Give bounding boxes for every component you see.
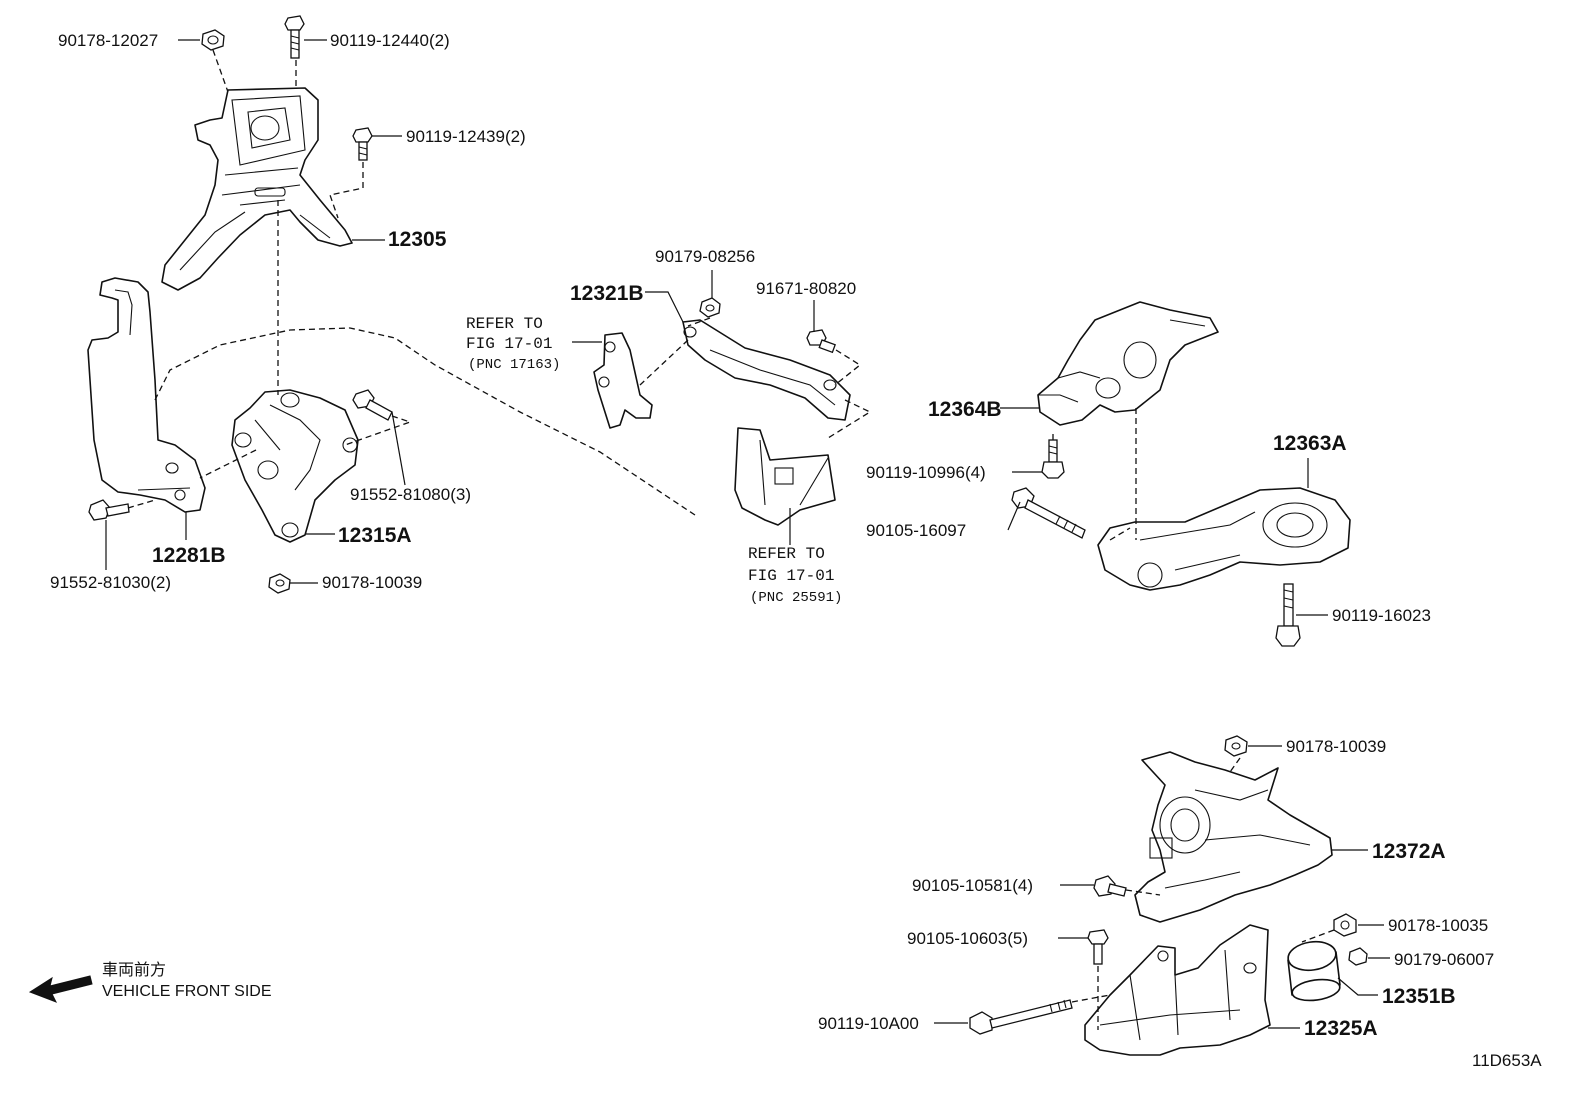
label-90119-10A00: 90119-10A00: [818, 1014, 919, 1033]
label-12305: 12305: [388, 228, 447, 251]
mount-12372A: [1134, 751, 1333, 923]
leader-lines: [105, 39, 1390, 1029]
hanger-12281B: [87, 277, 206, 513]
label-12321B: 12321B: [570, 282, 644, 305]
torque-rod-12363A: [1097, 487, 1351, 591]
legend-english: VEHICLE FRONT SIDE: [102, 983, 272, 1000]
bolt-91552-81080: [352, 389, 393, 421]
bolt-90105-10603: [1087, 929, 1109, 965]
bolt-90119-10A00: [969, 999, 1073, 1035]
label-90105-10603: 90105-10603(5): [907, 929, 1028, 948]
refer-upper-line2: FIG 17-01: [466, 335, 552, 353]
bracket-12325A: [1084, 924, 1271, 1056]
label-90178-12027: 90178-12027: [58, 31, 158, 50]
label-90119-12439: 90119-12439(2): [406, 127, 526, 146]
refer-note-upper: REFER TO FIG 17-01 (PNC 17163): [466, 315, 560, 373]
label-90119-10996: 90119-10996(4): [866, 463, 986, 482]
refer-lower-line2: FIG 17-01: [748, 567, 834, 585]
label-12372A: 12372A: [1372, 840, 1446, 863]
label-12281B: 12281B: [152, 544, 226, 567]
nut-90178-10035: [1333, 913, 1357, 937]
label-90178-10039-right: 90178-10039: [1286, 737, 1386, 756]
label-91552-81030: 91552-81030(2): [50, 573, 171, 592]
label-90105-10581: 90105-10581(4): [912, 876, 1033, 895]
dashed-connectors: [127, 49, 1335, 1030]
label-12325A: 12325A: [1304, 1017, 1378, 1040]
legend-japanese: 車両前方: [102, 961, 166, 979]
label-90119-16023: 90119-16023: [1332, 606, 1431, 625]
refer-note-lower: REFER TO FIG 17-01 (PNC 25591): [748, 545, 842, 606]
refer-upper-line1: REFER TO: [466, 315, 543, 333]
label-12315A: 12315A: [338, 524, 412, 547]
nut-90179-08256: [699, 297, 721, 318]
refer-lower-line3: (PNC 25591): [750, 590, 842, 606]
label-90105-16097: 90105-16097: [866, 521, 966, 540]
label-91552-81080: 91552-81080(3): [350, 485, 471, 504]
bolt-90119-10996: [1041, 439, 1065, 479]
bracket-12321B: [682, 319, 851, 421]
vehicle-front-legend: 車両前方 VEHICLE FRONT SIDE: [28, 961, 272, 1003]
bracket-12364B: [1037, 301, 1219, 426]
washer-90179-06007: [1348, 947, 1368, 966]
refer-bracket-upper: [593, 332, 653, 429]
bolt-91552-81030: [88, 499, 130, 521]
bushing-12351B: [1287, 940, 1341, 1002]
nut-90178-10039-right: [1224, 735, 1248, 757]
nut-90178-12027: [201, 29, 225, 51]
label-90178-10035: 90178-10035: [1388, 916, 1488, 935]
refer-bracket-lower: [734, 427, 836, 526]
bolt-90105-10581: [1093, 875, 1127, 897]
nut-90178-10039-left: [268, 573, 291, 594]
refer-upper-line3: (PNC 17163): [468, 357, 560, 373]
bolt-90119-12440: [284, 15, 305, 59]
label-12364B: 12364B: [928, 398, 1002, 421]
label-12363A: 12363A: [1273, 432, 1347, 455]
label-90178-10039-left: 90178-10039: [322, 573, 422, 592]
label-90179-08256: 90179-08256: [655, 247, 755, 266]
engine-mount-12305: [161, 87, 353, 291]
part-labels: 90178-12027 90119-12440(2) 90119-12439(2…: [50, 31, 1494, 1040]
diagram-code: 11D653A: [1472, 1051, 1542, 1070]
bracket-12315A: [231, 389, 359, 543]
label-12351B: 12351B: [1382, 985, 1456, 1008]
label-91671-80820: 91671-80820: [756, 279, 856, 298]
arrow-left-icon: [28, 975, 93, 1003]
bolt-90119-16023: [1275, 583, 1301, 647]
bolt-90105-16097: [1011, 487, 1086, 539]
label-90179-06007: 90179-06007: [1394, 950, 1494, 969]
label-90119-12440: 90119-12440(2): [330, 31, 450, 50]
refer-lower-line1: REFER TO: [748, 545, 825, 563]
bolt-90119-12439: [352, 127, 373, 161]
bolt-91671-80820: [806, 329, 836, 354]
